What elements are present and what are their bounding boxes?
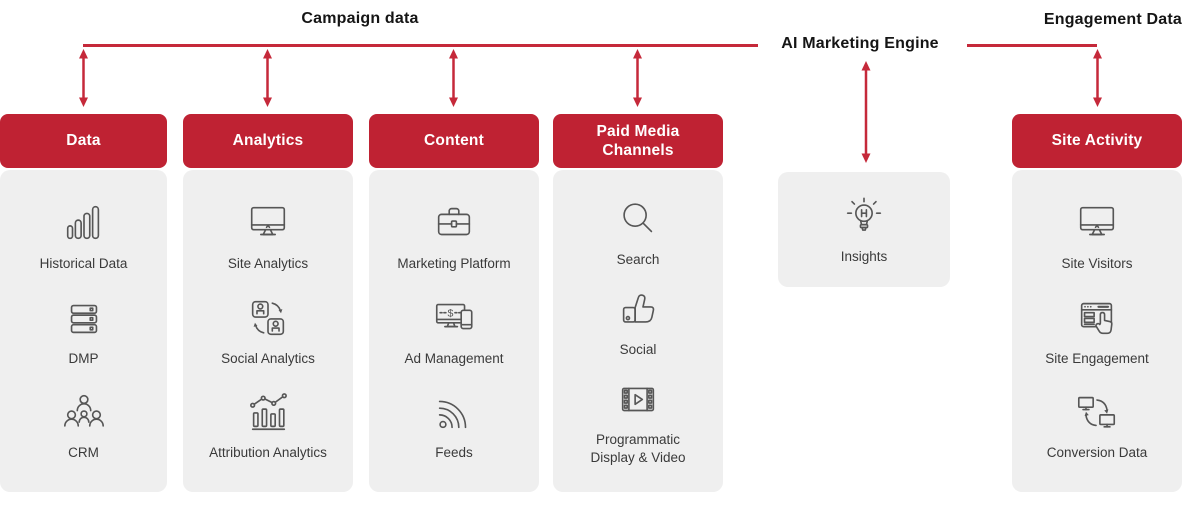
list-item: Search [615,196,661,269]
column-paid-media: Paid Media Channels Search [553,114,723,492]
list-item: Marketing Platform [397,200,511,273]
thumbs-up-icon [615,286,661,332]
ad-devices-icon: $ [431,295,477,341]
column-paid-media-header: Paid Media Channels [553,114,723,168]
user-swap-icon [245,295,291,341]
insights-box: Insights [778,172,950,287]
column-site-activity: Site Activity Site Visitors [1012,114,1182,492]
item-label: Marketing Platform [397,256,511,272]
item-label: DMP [68,350,99,366]
item-label: Social [619,341,657,357]
column-analytics-body: Site Analytics Social Analytics [183,170,353,492]
list-item: Programmatic Display & Video [590,376,686,466]
column-site-activity-body: Site Visitors Site En [1012,170,1182,492]
magnifier-icon [615,196,661,242]
column-paid-media-body: Search Social [553,170,723,492]
item-label: Site Visitors [1061,256,1133,272]
devices-sync-icon [1074,389,1120,435]
ai-marketing-engine-label: AI Marketing Engine [781,35,939,52]
column-data: Data Historical Data [0,114,167,492]
column-data-body: Historical Data DMP [0,170,167,492]
item-label: Feeds [435,445,473,461]
list-item: Site Analytics [228,200,308,273]
item-label: Historical Data [39,256,128,272]
item-label: Site Analytics [227,256,309,272]
list-item: Site Visitors [1061,200,1133,273]
list-item: DMP [61,295,107,368]
list-item: Feeds [431,389,477,462]
column-site-activity-header: Site Activity [1012,114,1182,168]
list-item: $ Ad Management [404,295,504,368]
item-label: Ad Management [404,350,504,366]
browser-click-icon [1074,295,1120,341]
item-label: Site Engagement [1045,350,1149,366]
item-label: Attribution Analytics [209,445,327,461]
item-label: Programmatic Display & Video [590,432,686,465]
item-label: CRM [68,445,99,461]
lightbulb-icon [841,194,887,240]
briefcase-icon [431,200,477,246]
list-item: Historical Data [39,200,128,273]
column-analytics-header: Analytics [183,114,353,168]
engagement-data-label: Engagement Data [1043,11,1182,28]
list-item: Site Engagement [1045,295,1149,368]
list-item: Social Analytics [221,295,315,368]
column-content: Content Marketing Platform [369,114,539,492]
campaign-data-label: Campaign data [301,10,419,27]
servers-icon [61,295,107,341]
svg-text:$: $ [448,307,454,319]
item-label: Search [616,251,660,267]
column-content-header: Content [369,114,539,168]
list-item: Attribution Analytics [209,389,327,462]
people-group-icon [61,389,107,435]
attribution-chart-icon [245,389,291,435]
list-item: Conversion Data [1046,389,1148,462]
film-play-icon [615,376,661,422]
bar-chart-icon [61,200,107,246]
column-analytics: Analytics Site Analytics [183,114,353,492]
item-label: Conversion Data [1046,445,1148,461]
list-item: CRM [61,389,107,462]
rss-icon [431,389,477,435]
column-data-header: Data [0,114,167,168]
monitor-icon [245,200,291,246]
item-label: Social Analytics [221,350,315,366]
monitor-icon [1074,200,1120,246]
insights-label: Insights [840,248,888,264]
column-content-body: Marketing Platform $ Ad Management [369,170,539,492]
list-item: Social [615,286,661,359]
